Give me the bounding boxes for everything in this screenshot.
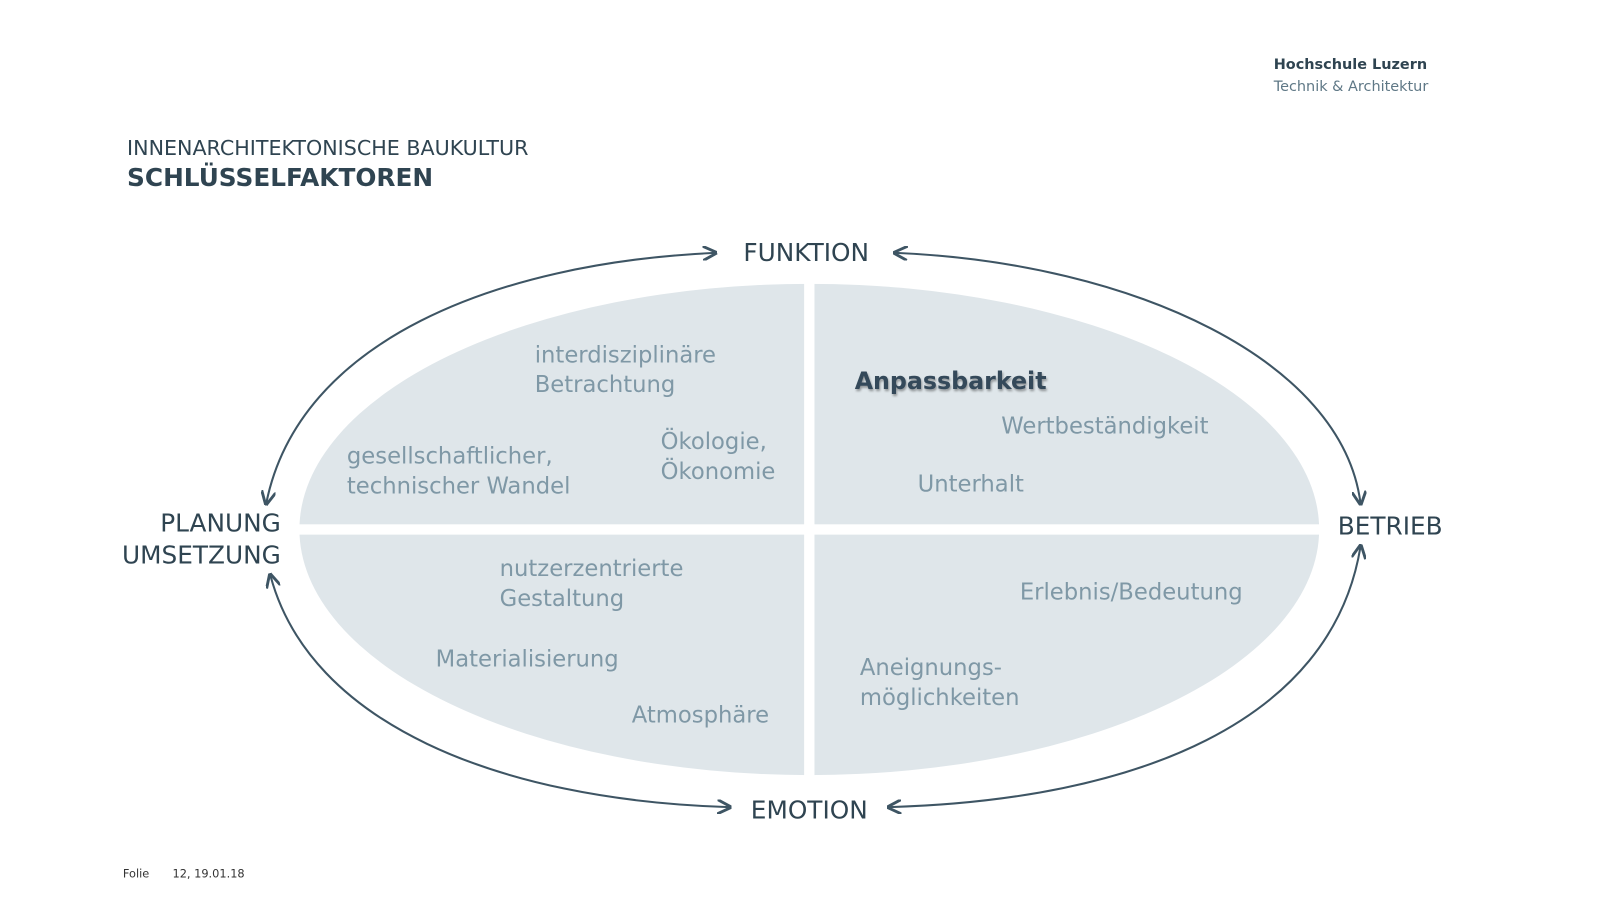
factor: Ökologie, (661, 427, 767, 455)
quadrant-bottom-right-items: Erlebnis/Bedeutung Aneignungs- möglichke… (860, 580, 1243, 711)
factor: gesellschaftlicher, (347, 443, 553, 469)
logo: Hochschule Luzern Technik & Architektur (1273, 57, 1429, 95)
logo-line2: Technik & Architektur (1273, 79, 1429, 95)
factor: interdisziplinäre (535, 342, 716, 368)
page-title: SCHLÜSSELFAKTOREN (127, 162, 433, 192)
factor: Atmosphäre (632, 702, 769, 728)
axis-emotion: EMOTION (751, 795, 868, 824)
factor-highlighted: Anpassbarkeit (855, 367, 1047, 395)
footer-label: Folie (123, 866, 149, 880)
title-kicker: INNENARCHITEKTONISCHE BAUKULTUR (127, 136, 528, 160)
arrow-top-right (896, 253, 1360, 503)
factor: nutzerzentrierte (500, 556, 684, 582)
arrow-bottom-left (271, 576, 729, 807)
ellipse-quadrants (299, 283, 1320, 776)
factor: Aneignungs- (860, 655, 1002, 681)
quadrant-top-right (814, 283, 1320, 525)
axis-funktion: FUNKTION (743, 238, 869, 267)
logo-line1: Hochschule Luzern (1274, 57, 1427, 73)
axis-umsetzung: UMSETZUNG (122, 541, 281, 570)
factor: Materialisierung (436, 647, 619, 673)
factor: Erlebnis/Bedeutung (1020, 580, 1243, 606)
quadrant-top-left-items: interdisziplinäre Betrachtung gesellscha… (347, 342, 775, 499)
factor: Wertbeständigkeit (1001, 413, 1208, 439)
quadrant-bottom-left-items: nutzerzentrierte Gestaltung Materialisie… (436, 556, 769, 729)
footer-slide-date: 12, 19.01.18 (172, 866, 244, 880)
factor: technischer Wandel (347, 473, 570, 499)
factor: Gestaltung (500, 586, 625, 612)
arrow-bottom-right (890, 547, 1361, 807)
factor: möglichkeiten (860, 685, 1020, 711)
axis-betrieb: BETRIEB (1338, 512, 1443, 541)
arrow-top-left (266, 253, 714, 503)
quadrant-top-right-items: Anpassbarkeit Wertbeständigkeit Unterhal… (855, 367, 1209, 497)
cycle-arrows (266, 253, 1360, 807)
factor: Unterhalt (918, 471, 1024, 497)
axis-planung: PLANUNG (160, 509, 281, 538)
factor: Ökonomie (661, 457, 776, 485)
factor: Betrachtung (535, 372, 676, 398)
